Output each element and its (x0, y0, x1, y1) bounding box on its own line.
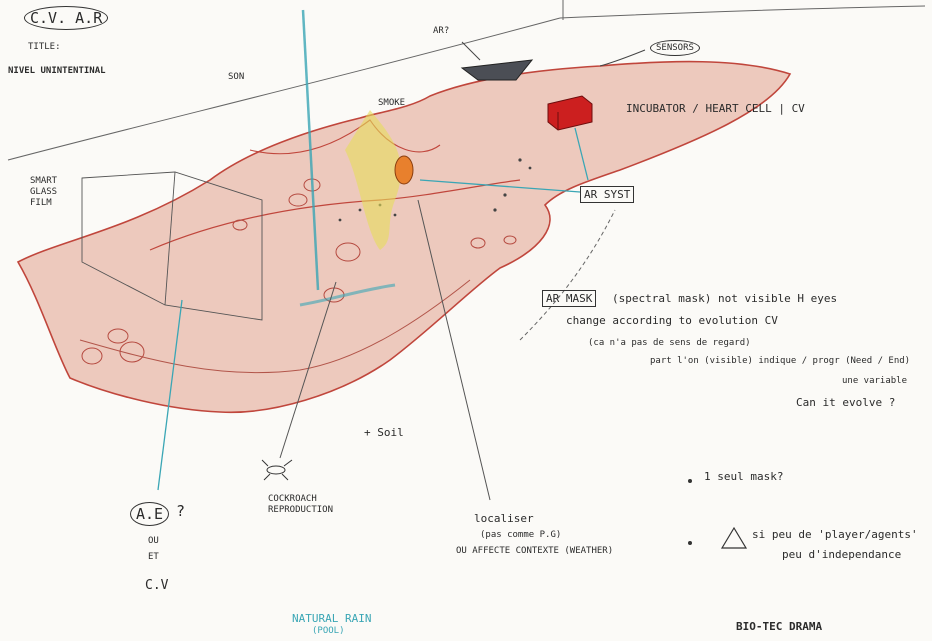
bullet-1 (688, 479, 692, 483)
affected-label: OU AFFECTE CONTEXTE (WEATHER) (456, 546, 613, 556)
ae-label: A.E (130, 502, 169, 526)
ou-label: OU (148, 536, 159, 546)
note-2: part l'on (visible) indique / progr (Nee… (650, 356, 910, 366)
et-label: ET (148, 552, 159, 562)
rain-sub-label: (POOL) (312, 626, 345, 636)
change-note: change according to evolution CV (566, 314, 778, 327)
warning-triangle (722, 528, 746, 548)
soil-label: + Soil (364, 426, 404, 439)
smart-glass-label: SMART GLASS FILM (30, 176, 70, 209)
level-label: NIVEL UNINTENTINAL (8, 66, 106, 76)
ae-question: ? (176, 502, 185, 520)
sensors-label: SENSORS (650, 40, 700, 56)
natural-rain-label: NATURAL RAIN (292, 612, 371, 625)
ar-syst-label: AR SYST (580, 186, 634, 203)
ar-question-label: AR? (433, 26, 449, 36)
ar-mask-label: AR MASK (542, 290, 596, 307)
variable-label: une variable (842, 376, 907, 386)
orange-object (395, 156, 413, 184)
players-label: si peu de 'player/agents' (752, 528, 918, 541)
title-label: TITLE: (28, 42, 61, 52)
incubator-label: INCUBATOR / HEART CELL | CV (626, 102, 805, 115)
smoke-label: SMOKE (378, 98, 405, 108)
localiser-label: localiser (474, 512, 534, 525)
cv-ar-label: C.V. A.R (24, 6, 108, 30)
son-label: SON (228, 72, 244, 82)
cockroach-label: COCKROACH REPRODUCTION (268, 494, 358, 516)
independence-label: peu d'independance (782, 548, 901, 561)
note-1: (ca n'a pas de sens de regard) (588, 338, 751, 348)
one-mask-label: 1 seul mask? (704, 470, 783, 483)
evolve-label: Can it evolve ? (796, 396, 895, 409)
localiser-sub: (pas comme P.G) (480, 530, 561, 540)
bullet-2 (688, 541, 692, 545)
cockroach-icon (262, 460, 292, 480)
ar-arrow (462, 42, 480, 60)
bio-tec-label: BIO-TEC DRAMA (736, 620, 822, 633)
cv-label: C.V (145, 578, 168, 593)
top-frame-line (560, 6, 925, 18)
ar-mask-note: (spectral mask) not visible H eyes (612, 292, 837, 305)
